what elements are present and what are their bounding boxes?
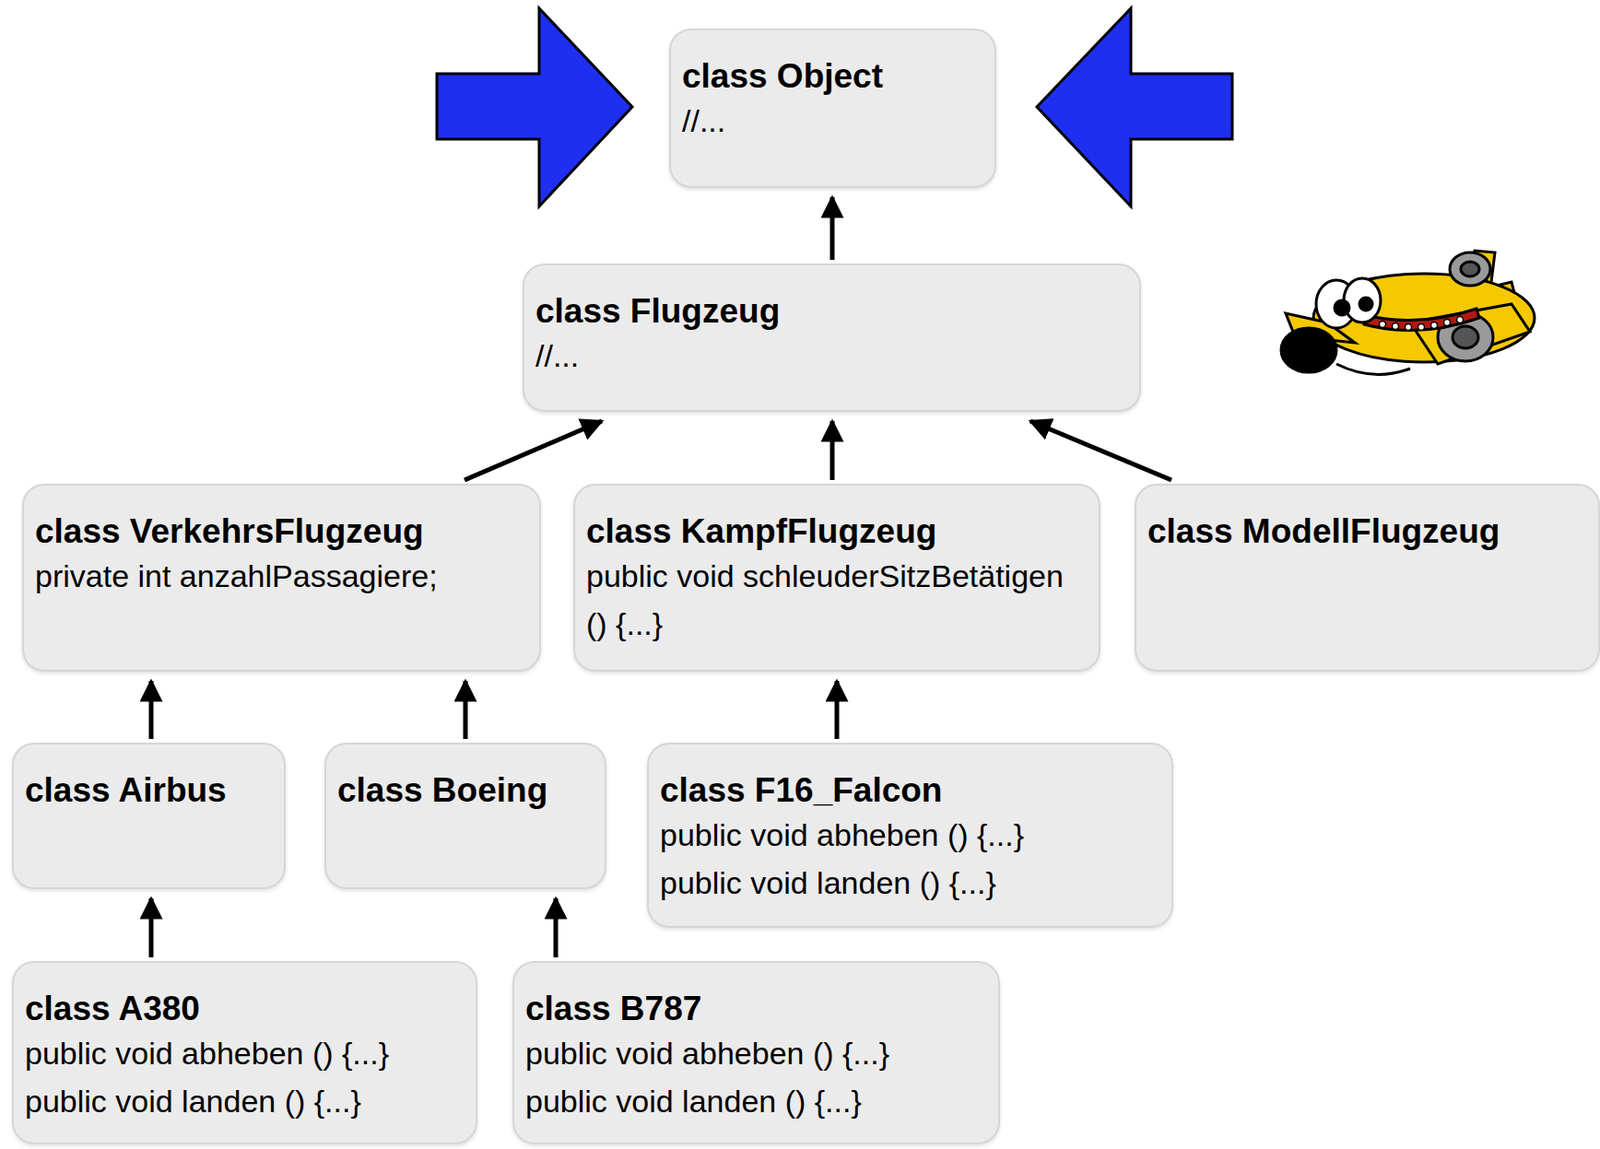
inheritance-arrow (463, 681, 469, 740)
inheritance-arrow (830, 197, 836, 260)
class-member: //... (682, 96, 984, 145)
window-row (1379, 317, 1464, 331)
inheritance-arrow (835, 681, 840, 740)
class-member: public void landen () {...} (24, 1077, 465, 1126)
inheritance-arrow (830, 421, 836, 481)
class-name: class ModellFlugzeug (1147, 511, 1588, 553)
class-name: class F16_Falcon (659, 770, 1161, 812)
class-name: class Flugzeug (535, 291, 1129, 332)
inheritance-arrow (149, 898, 154, 958)
class-box: class A380public void abheben () {...}pu… (11, 961, 478, 1145)
cartoon-plane (1281, 250, 1535, 375)
inheritance-arrow (464, 421, 602, 481)
class-box: class B787public void abheben () {...}pu… (512, 961, 1000, 1145)
class-box: class Object//... (669, 28, 997, 189)
pointer-arrow (436, 8, 633, 207)
class-member: public void abheben () {...} (525, 1029, 988, 1078)
class-member: private int anzahlPassagiere; (35, 552, 529, 600)
class-member: public void abheben () {...} (659, 811, 1161, 859)
class-member: //... (535, 331, 1129, 380)
class-name: class Object (682, 56, 984, 97)
class-member: public void abheben () {...} (24, 1029, 465, 1078)
pointer-arrow (1036, 8, 1233, 207)
class-box: class F16_Falconpublic void abheben () {… (647, 742, 1174, 929)
class-name: class VerkehrsFlugzeug (35, 511, 529, 553)
inheritance-arrow (1030, 421, 1172, 481)
class-name: class B787 (525, 988, 988, 1030)
class-member: public void landen () {...} (525, 1077, 988, 1126)
class-member: public void schleuderSitzBetätigen () {.… (586, 552, 1088, 648)
class-name: class Boeing (337, 770, 594, 812)
class-box: class Boeing (324, 742, 607, 890)
class-member: public void landen () {...} (659, 858, 1161, 907)
class-box: class Flugzeug//... (522, 263, 1142, 412)
class-box: class VerkehrsFlugzeugprivate int anzahl… (22, 483, 542, 672)
class-name: class A380 (24, 988, 465, 1030)
class-box: class Airbus (11, 742, 286, 890)
class-name: class Airbus (24, 770, 273, 812)
class-box: class KampfFlugzeugpublic void schleuder… (573, 483, 1101, 672)
class-name: class KampfFlugzeug (586, 511, 1088, 553)
class-box: class ModellFlugzeug (1134, 483, 1600, 672)
inheritance-arrow (553, 898, 559, 958)
inheritance-arrow (149, 681, 154, 740)
